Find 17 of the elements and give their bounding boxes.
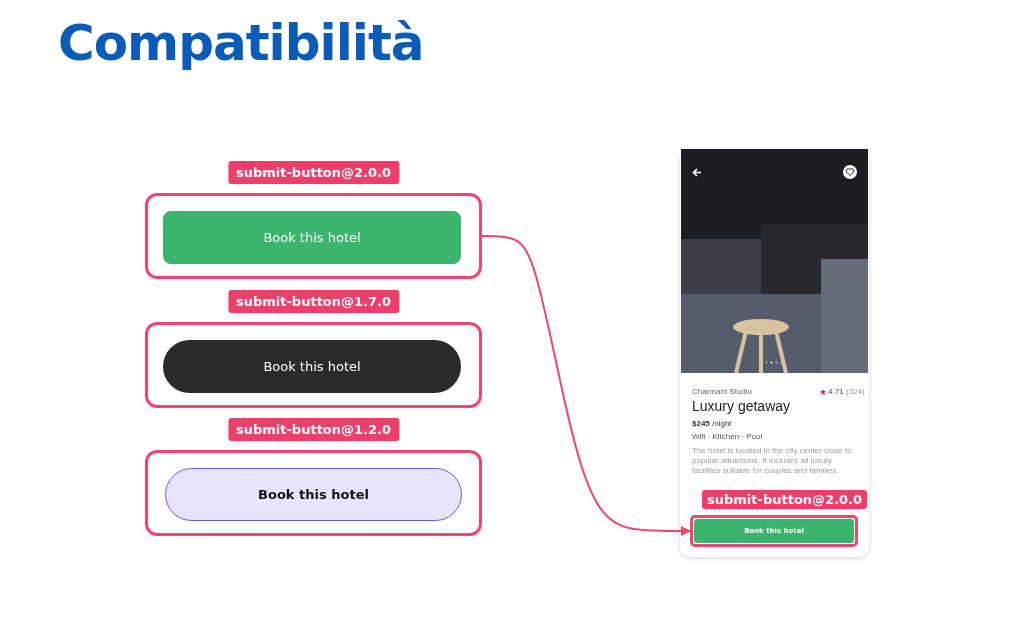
host-name: Charmant Studio xyxy=(692,387,753,396)
phone-screen xyxy=(680,149,869,557)
curved-arrow xyxy=(481,235,691,536)
listing-title: Luxury getaway xyxy=(692,398,791,414)
description: The hotel is located in the city center close to popular attractions. It includes all luxury facilities suitable for couples and families. xyxy=(692,446,853,476)
title: Compatibilità xyxy=(58,14,424,72)
version-tag: submit-button@1.7.0 xyxy=(227,290,400,313)
version-tag: submit-button@2.0.0 xyxy=(702,490,868,509)
book-button: Book this hotel xyxy=(163,340,461,393)
version-tag: submit-button@2.0.0 xyxy=(227,161,400,184)
amenities: Wifi · Kitchen · Pool xyxy=(692,432,763,441)
review-count: (324) xyxy=(846,387,865,396)
book-button: Book this hotel xyxy=(165,468,462,521)
price: $245 /night xyxy=(692,419,732,428)
version-tag: submit-button@1.2.0 xyxy=(227,418,400,441)
rating: 4.71 xyxy=(828,387,844,396)
book-button: Book this hotel xyxy=(163,211,461,264)
